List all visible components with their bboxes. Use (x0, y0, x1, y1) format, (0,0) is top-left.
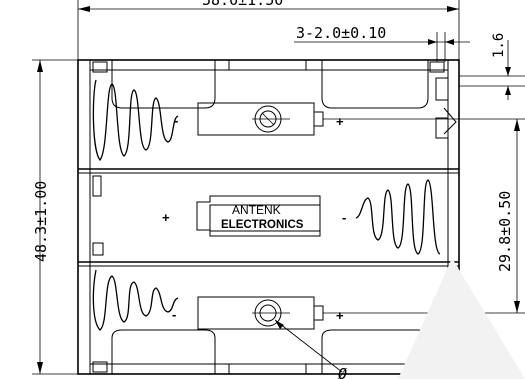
middle-cell-plus: + (162, 210, 170, 225)
overall-height-dimension: 48.3±1.00 (32, 59, 78, 375)
middle-cell-contacts: + ANTENK ELECTRONICS - (162, 179, 441, 255)
watermark-shape (398, 258, 525, 379)
slot-spacing-label: 3-2.0±0.10 (296, 24, 386, 42)
cell-pitch-label: 29.8±0.50 (496, 191, 514, 272)
middle-cell-minus: - (342, 210, 346, 225)
hole-diameter-label: Ø (338, 365, 347, 379)
brand-line1: ANTENK (232, 203, 281, 217)
hole-diameter-callout: Ø (274, 319, 347, 379)
cell-pitch-dimension: 29.8±0.50 (459, 118, 525, 314)
top-cell-contacts: - + (92, 79, 459, 162)
overall-width-dimension: 58.0±1.50 (77, 0, 460, 60)
top-cell-spring (92, 79, 179, 162)
bottom-cell-spring (92, 269, 179, 331)
bottom-mount-hole (254, 299, 282, 327)
tab-height-label: 1.6 (491, 33, 507, 58)
bottom-cell-minus: - (172, 307, 176, 322)
overall-height-label: 48.3±1.00 (32, 181, 50, 262)
brand-line2: ELECTRONICS (221, 219, 304, 231)
holder-body (77, 59, 460, 375)
top-cell-minus: - (174, 113, 178, 128)
overall-width-label: 58.0±1.50 (202, 0, 283, 9)
bottom-cell-plus: + (336, 308, 344, 323)
top-mount-hole (254, 105, 282, 133)
slot-spacing-dimension: 3-2.0±0.10 (294, 24, 470, 62)
top-cell-plus: + (336, 114, 344, 129)
middle-cell-spring (355, 179, 441, 255)
tab-height-dimension: 1.6 (459, 33, 525, 100)
